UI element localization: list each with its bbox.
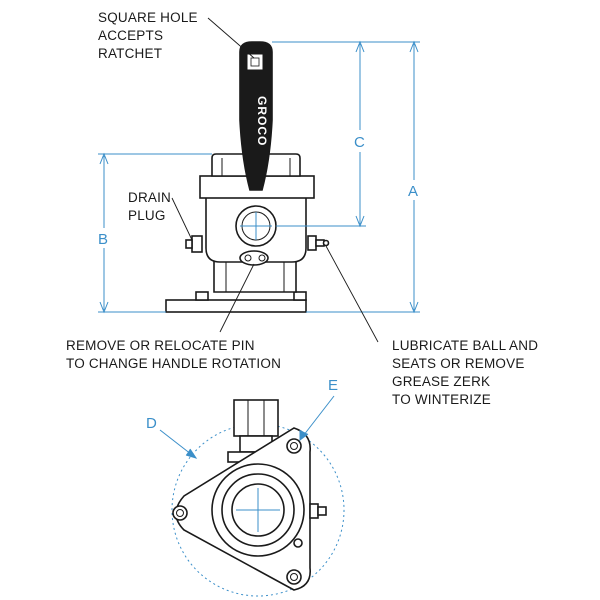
square-hole-line-2: ACCEPTS xyxy=(98,28,163,43)
mount-hole-left xyxy=(172,505,188,521)
callout-drain-plug: DRAIN PLUG xyxy=(128,190,193,241)
square-hole xyxy=(246,53,264,71)
dimension-d-label: D xyxy=(146,415,157,432)
mount-hole-top xyxy=(286,438,302,454)
side-view: GROCO xyxy=(165,41,330,313)
drain-plug xyxy=(191,235,203,253)
dimension-b-label: B xyxy=(98,231,108,248)
lubricate-line-2: SEATS OR REMOVE xyxy=(392,356,525,371)
remove-pin-line-1: REMOVE OR RELOCATE PIN xyxy=(66,338,255,353)
grease-zerk xyxy=(307,235,317,251)
handle-pin xyxy=(239,250,269,266)
callout-lubricate: LUBRICATE BALL AND SEATS OR REMOVE GREAS… xyxy=(325,245,538,407)
drain-plug-line-1: DRAIN xyxy=(128,190,171,205)
base-plate xyxy=(165,299,307,313)
dimension-e-label: E xyxy=(328,377,338,394)
lubricate-line-1: LUBRICATE BALL AND xyxy=(392,338,538,353)
remove-pin-line-2: TO CHANGE HANDLE ROTATION xyxy=(66,356,281,371)
callout-square-hole: SQUARE HOLE ACCEPTS RATCHET xyxy=(98,10,255,61)
square-hole-line-3: RATCHET xyxy=(98,46,162,61)
bolt-circle xyxy=(171,423,345,597)
dimension-c-label: C xyxy=(354,134,365,151)
base-plate-foot-right xyxy=(293,291,307,301)
drain-plug-line-2: PLUG xyxy=(128,208,166,223)
lubricate-line-4: TO WINTERIZE xyxy=(392,392,491,407)
mount-hole-bottom xyxy=(286,569,302,585)
top-view: D E xyxy=(146,377,345,597)
mount-hole-right-small xyxy=(293,538,303,548)
dimension-lines: A C B xyxy=(98,40,420,314)
lubricate-line-3: GREASE ZERK xyxy=(392,374,490,389)
base-plate-foot-left xyxy=(195,291,209,301)
dimension-a-label: A xyxy=(408,183,418,200)
callout-remove-pin: REMOVE OR RELOCATE PIN TO CHANGE HANDLE … xyxy=(66,263,281,371)
square-hole-line-1: SQUARE HOLE xyxy=(98,10,198,25)
handle xyxy=(239,41,273,191)
handle-logo: GROCO xyxy=(255,96,269,146)
